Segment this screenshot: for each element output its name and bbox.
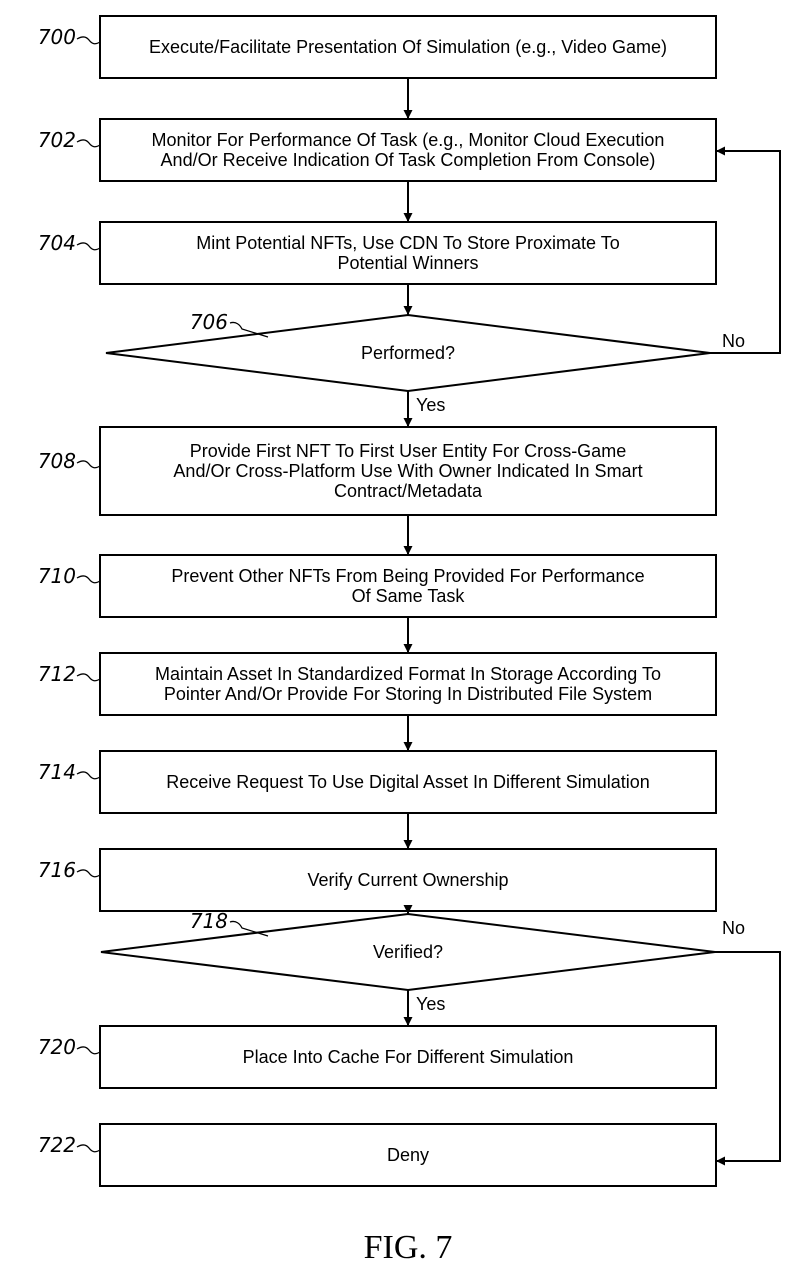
step-708-text-line: And/Or Cross-Platform Use With Owner Ind… (173, 461, 642, 481)
yes-label-718: Yes (416, 994, 445, 1014)
step-720-text-line: Place Into Cache For Different Simulatio… (243, 1047, 574, 1067)
step-708-text-line: Contract/Metadata (334, 481, 483, 501)
ref-leader-704 (76, 242, 101, 251)
process-box-702 (99, 118, 717, 182)
step-700-text-line: Execute/Facilitate Presentation Of Simul… (149, 37, 667, 57)
ref-numeral-706: 706 (190, 310, 228, 334)
process-box-710 (99, 554, 717, 618)
step-714-text-line: Receive Request To Use Digital Asset In … (166, 772, 650, 792)
step-710-text-line: Of Same Task (352, 586, 466, 606)
ref-numeral-710: 710 (38, 564, 76, 588)
step-710-text-line: Prevent Other NFTs From Being Provided F… (171, 566, 644, 586)
no-branch-arrow-718 (715, 951, 781, 1166)
ref-numeral-714: 714 (38, 760, 76, 784)
ref-leader-702 (76, 139, 101, 148)
ref-numeral-722: 722 (38, 1133, 76, 1157)
step-712-text-line: Pointer And/Or Provide For Storing In Di… (164, 684, 652, 704)
process-box-722 (99, 1123, 717, 1187)
process-box-712 (99, 652, 717, 716)
step-702-text-line: Monitor For Performance Of Task (e.g., M… (152, 130, 665, 150)
ref-leader-720 (76, 1046, 101, 1055)
ref-leader-716 (76, 869, 101, 878)
ref-leader-700 (76, 36, 101, 45)
ref-numeral-716: 716 (38, 858, 76, 882)
no-label-718: No (722, 918, 745, 938)
ref-numeral-712: 712 (38, 662, 76, 686)
ref-numeral-720: 720 (38, 1035, 76, 1059)
step-722-text-line: Deny (387, 1145, 429, 1165)
ref-leader-706 (229, 321, 269, 338)
step-716-text-line: Verify Current Ownership (307, 870, 508, 890)
step-712-text-line: Maintain Asset In Standardized Format In… (155, 664, 661, 684)
process-box-714 (99, 750, 717, 814)
process-box-700 (99, 15, 717, 79)
ref-numeral-704: 704 (38, 231, 76, 255)
step-718-text-line: Verified? (373, 942, 443, 962)
ref-leader-708 (76, 460, 101, 469)
process-box-720 (99, 1025, 717, 1089)
ref-leader-712 (76, 673, 101, 682)
process-box-716 (99, 848, 717, 912)
ref-numeral-702: 702 (38, 128, 76, 152)
ref-leader-710 (76, 575, 101, 584)
ref-leader-722 (76, 1144, 101, 1153)
no-label-706: No (722, 331, 745, 351)
step-708-text-line: Provide First NFT To First User Entity F… (190, 441, 626, 461)
ref-numeral-700: 700 (38, 25, 76, 49)
ref-leader-718 (229, 920, 269, 937)
step-704-text-line: Mint Potential NFTs, Use CDN To Store Pr… (196, 233, 619, 253)
figure-caption: FIG. 7 (364, 1229, 453, 1266)
process-box-708 (99, 426, 717, 516)
step-702-text-line: And/Or Receive Indication Of Task Comple… (161, 150, 656, 170)
step-704-text-line: Potential Winners (337, 253, 478, 273)
no-branch-arrow-706 (710, 146, 781, 354)
ref-leader-714 (76, 771, 101, 780)
step-706-text-line: Performed? (361, 343, 455, 363)
yes-label-706: Yes (416, 395, 445, 415)
ref-numeral-718: 718 (190, 909, 228, 933)
ref-numeral-708: 708 (38, 449, 76, 473)
